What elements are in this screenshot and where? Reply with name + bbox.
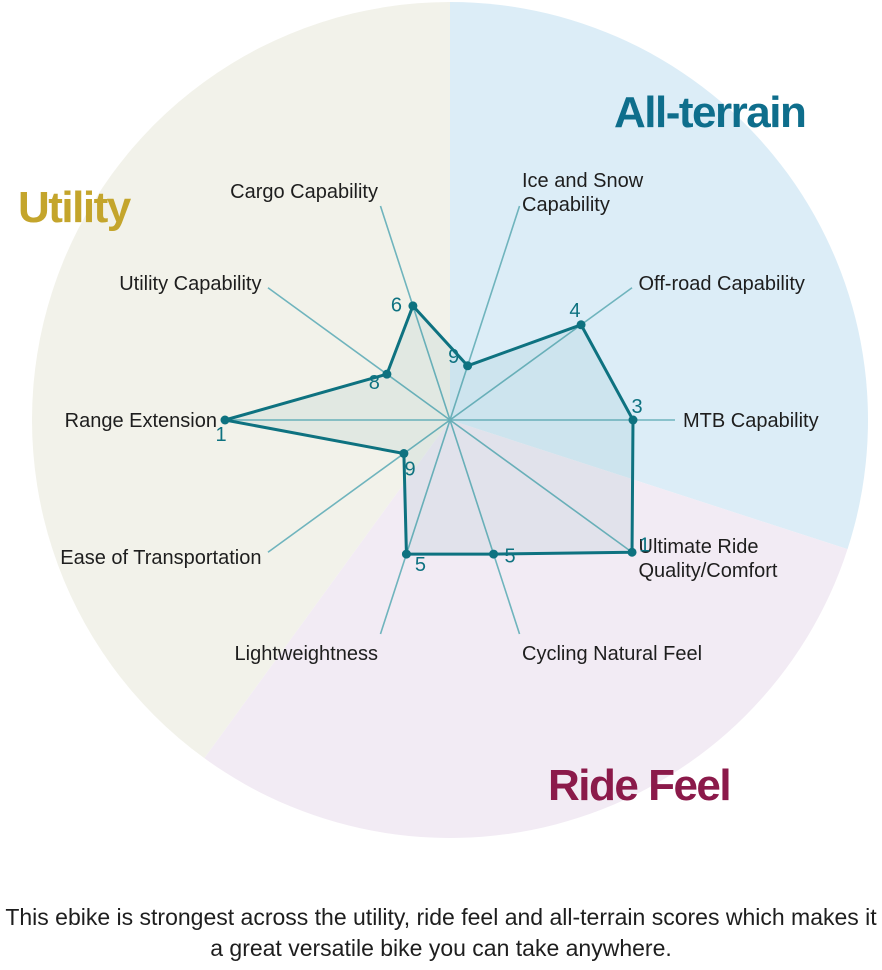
score-polygon <box>220 301 638 559</box>
spoke <box>449 287 633 421</box>
score-point <box>399 449 409 459</box>
sector-titles: All-terrain Utility Ride Feel <box>18 88 807 810</box>
score-point <box>628 415 638 425</box>
sector-title-ride-feel: Ride Feel <box>548 761 730 810</box>
score-point <box>489 549 499 559</box>
axis-label: Cycling Natural Feel <box>522 643 702 665</box>
score-label: 6 <box>391 294 402 316</box>
score-point <box>401 549 411 559</box>
axis-spokes <box>225 205 675 635</box>
score-point <box>576 320 586 330</box>
score-label: 4 <box>569 300 580 322</box>
spoke <box>449 419 633 553</box>
spoke <box>449 205 521 421</box>
spoke <box>379 205 451 421</box>
spoke <box>267 419 451 553</box>
spoke <box>449 419 521 635</box>
chart-caption: This ebike is strongest across the utili… <box>5 904 877 961</box>
spoke <box>267 287 451 421</box>
sector-backgrounds <box>32 2 868 838</box>
sector-ride-feel <box>204 420 848 838</box>
axis-label: Utility Capability <box>119 273 261 295</box>
axis-label: Ease of Transportation <box>60 547 261 569</box>
sector-title-all-terrain: All-terrain <box>614 88 805 137</box>
score-label: 3 <box>631 396 642 418</box>
score-label: 5 <box>504 545 515 567</box>
score-label: 5 <box>415 554 426 576</box>
score-label: 8 <box>369 372 380 394</box>
score-label: 9 <box>448 346 459 368</box>
axis-label: Lightweightness <box>235 643 378 665</box>
sector-all-terrain <box>450 2 868 550</box>
spoke <box>379 419 451 635</box>
score-point <box>408 301 418 311</box>
score-label: 9 <box>404 458 415 480</box>
axis-label: Range Extension <box>65 410 217 432</box>
axis-label: Cargo Capability <box>230 181 378 203</box>
score-point <box>627 547 637 557</box>
score-point <box>463 361 473 371</box>
score-point <box>220 415 230 425</box>
score-label: 1 <box>215 424 226 446</box>
score-label: 1 <box>639 534 650 556</box>
score-point <box>382 369 392 379</box>
sector-title-utility: Utility <box>18 183 132 232</box>
axis-label: MTB Capability <box>683 410 819 432</box>
axis-label: Off-road Capability <box>639 273 805 295</box>
sector-utility <box>32 2 451 759</box>
